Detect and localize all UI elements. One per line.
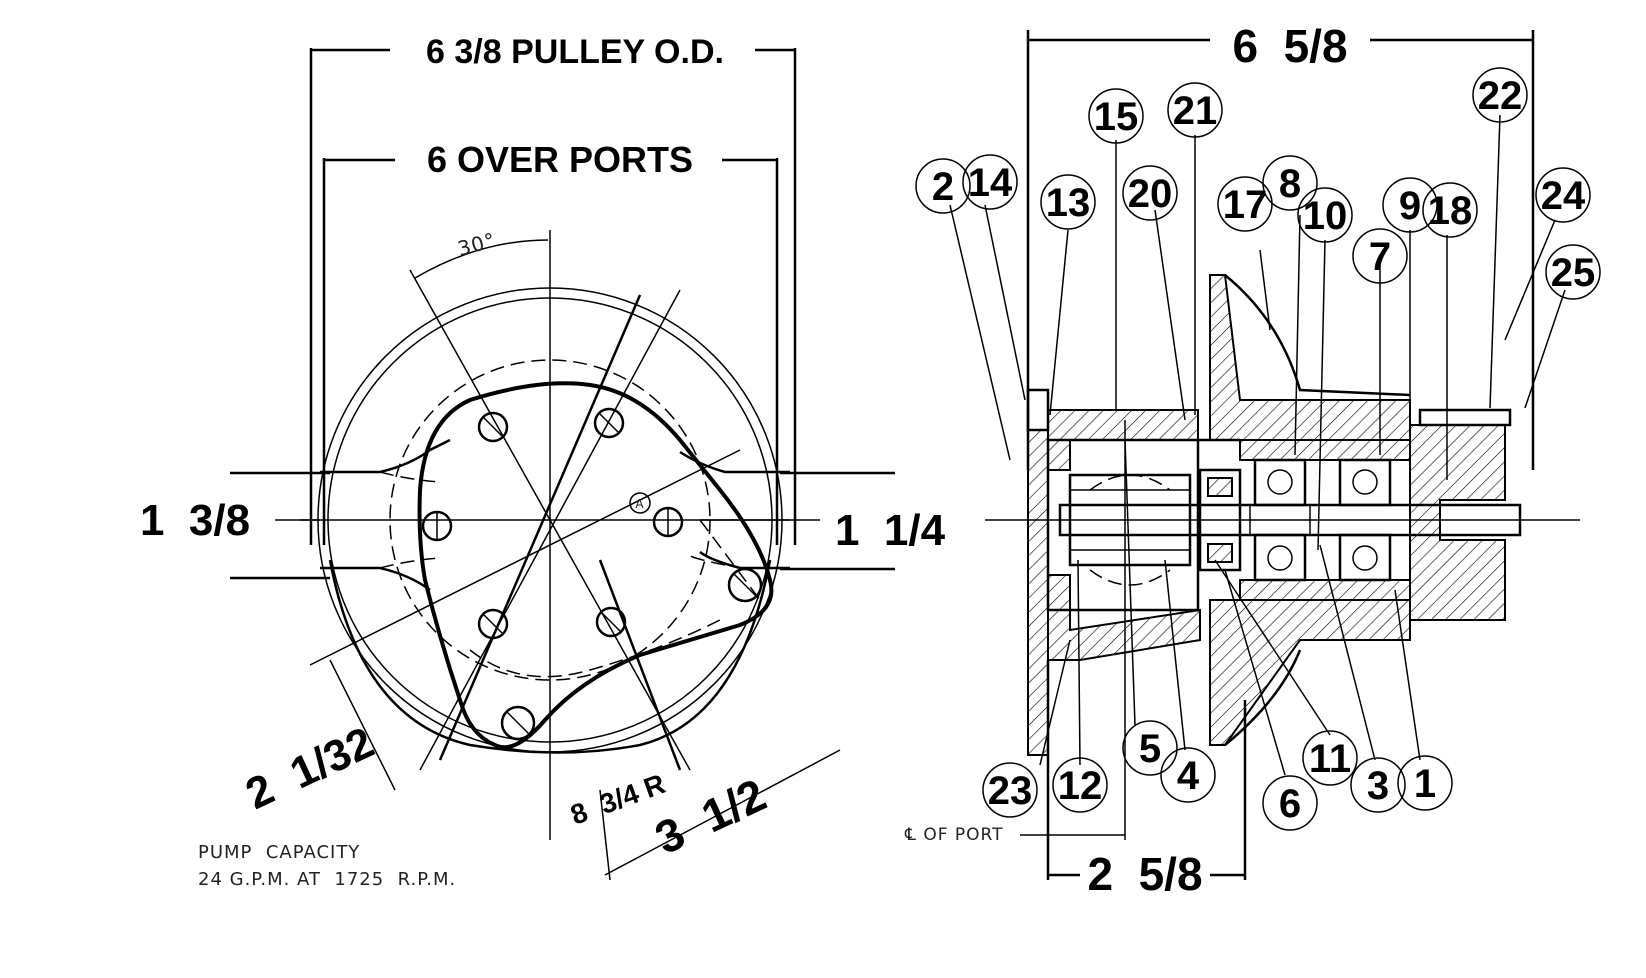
side-view: 6 5/8 [904,20,1601,900]
pulley-od-label: 6 3/8 PULLEY O.D. [426,33,724,71]
callout-2: 2 [915,158,971,214]
callout-bubbles: 2 14 13 15 21 20 17 8 10 7 9 18 22 24 25… [915,67,1601,831]
marker-a-label: A [635,497,644,511]
capacity-title: PUMP CAPACITY [198,842,360,863]
cover-plate [417,381,774,750]
svg-text:2: 2 [932,165,954,209]
callout-25: 25 [1545,244,1601,300]
svg-text:6: 6 [1279,782,1301,826]
callout-6: 6 [1262,775,1318,831]
bearings [1253,458,1392,582]
svg-text:4: 4 [1177,754,1200,798]
right-port-tube [679,450,790,474]
callout-3: 3 [1350,757,1406,813]
svg-text:13: 13 [1046,181,1091,225]
cover-bolts [421,407,763,741]
svg-text:8: 8 [1279,162,1301,206]
callout-7: 7 [1352,228,1408,284]
svg-text:24: 24 [1541,174,1586,218]
svg-text:1: 1 [1414,762,1436,806]
callout-1: 1 [1397,755,1453,811]
offset-label: 2 1/32 [239,718,382,819]
callout-11: 11 [1302,730,1358,786]
callout-5: 5 [1122,720,1178,776]
svg-text:11: 11 [1309,737,1351,781]
callout-21: 21 [1167,82,1223,138]
callout-10: 10 [1297,187,1353,243]
callout-14: 14 [962,154,1018,210]
svg-text:10: 10 [1303,194,1348,238]
callout-15: 15 [1088,88,1144,144]
callout-23: 23 [982,762,1038,818]
capacity-value: 24 G.P.M. AT 1725 R.P.M. [198,869,456,890]
svg-text:21: 21 [1173,89,1218,133]
left-port-label: 1 3/8 [140,496,250,545]
marker-a-circle [629,492,651,514]
front-view: A 30° 6 3/8 PULLEY O.D. 6 OVER PORTS 1 3… [140,33,946,890]
callout-17: 17 [1217,176,1273,232]
width-label: 3 1/2 [647,768,773,864]
callout-12: 12 [1052,757,1108,813]
callout-leaders [949,114,1566,776]
svg-text:5: 5 [1139,727,1161,771]
bearing-housing [1239,439,1411,461]
svg-text:3: 3 [1367,764,1389,808]
callout-20: 20 [1122,165,1178,221]
svg-text:15: 15 [1094,95,1139,139]
svg-text:22: 22 [1478,74,1523,118]
overall-length-label: 6 5/8 [1232,20,1347,72]
right-port-label: 1 1/4 [835,506,946,555]
svg-text:23: 23 [988,769,1033,813]
callout-18: 18 [1422,182,1478,238]
svg-text:17: 17 [1223,183,1268,227]
callout-24: 24 [1535,167,1591,223]
svg-text:18: 18 [1428,189,1473,233]
pulley-hub [1409,424,1506,621]
callout-8: 8 [1262,155,1318,211]
svg-text:12: 12 [1058,764,1103,808]
over-ports-label: 6 OVER PORTS [427,139,693,180]
svg-text:25: 25 [1551,251,1596,295]
callout-13: 13 [1040,174,1096,230]
port-distance-label: 2 5/8 [1087,848,1202,900]
svg-text:14: 14 [968,161,1013,205]
svg-text:20: 20 [1128,172,1173,216]
callout-9: 9 [1382,177,1438,233]
angle-label: 30° [455,228,498,261]
front-cover-plate [1027,429,1049,756]
svg-text:7: 7 [1369,235,1391,279]
svg-text:9: 9 [1399,184,1421,228]
port-centerline-label: ℄ OF PORT [904,825,1003,845]
callout-22: 22 [1472,67,1528,123]
callout-4: 4 [1160,747,1216,803]
